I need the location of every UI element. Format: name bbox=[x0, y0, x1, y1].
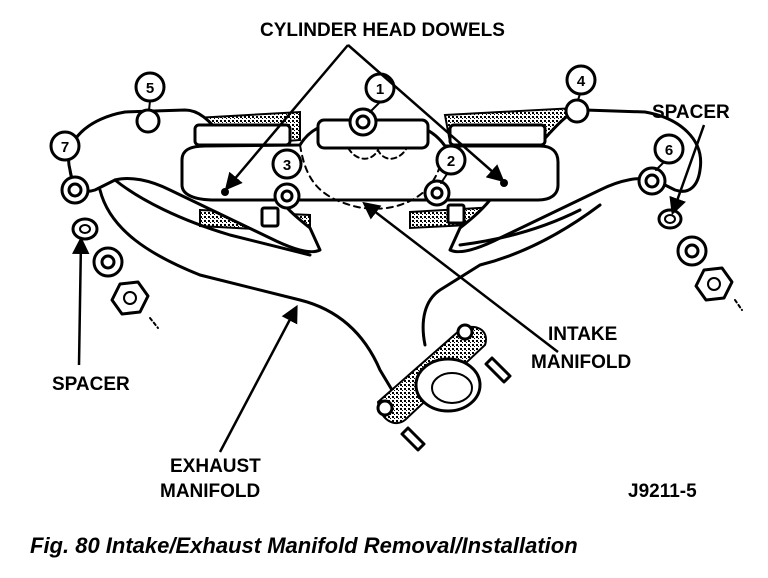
callout-6: 6 bbox=[665, 142, 673, 159]
dowel-left-leader bbox=[224, 44, 349, 191]
spacer-left-label: SPACER bbox=[52, 374, 130, 395]
intake-leader bbox=[362, 201, 559, 353]
spacer-right-label: SPACER bbox=[652, 102, 730, 123]
cylinder-head-dowels-label: CYLINDER HEAD DOWELS bbox=[260, 20, 505, 41]
callout-2: 2 bbox=[447, 153, 455, 170]
text-labels: CYLINDER HEAD DOWELS SPACER SPACER INTAK… bbox=[30, 20, 730, 558]
exhaust-leader bbox=[218, 304, 298, 453]
exhaust-label-line2: MANIFOLD bbox=[160, 481, 260, 502]
figure-caption: Fig. 80 Intake/Exhaust Manifold Removal/… bbox=[30, 533, 578, 558]
callout-3-circle bbox=[271, 148, 303, 180]
callout-5: 5 bbox=[146, 80, 154, 97]
exhaust-label-line1: EXHAUST bbox=[170, 456, 261, 477]
intake-label-line2: MANIFOLD bbox=[531, 352, 631, 373]
callout-7-circle bbox=[49, 130, 81, 162]
right-stud-hardware bbox=[637, 166, 743, 311]
callout-3: 3 bbox=[283, 157, 291, 174]
callout-numbers: 1 2 3 4 5 6 7 bbox=[49, 64, 685, 184]
callout-4: 4 bbox=[577, 73, 586, 90]
callout-7: 7 bbox=[61, 139, 69, 156]
spacer-right-leader bbox=[669, 124, 706, 216]
callout-1: 1 bbox=[376, 81, 384, 98]
dowel-right-leader bbox=[347, 44, 505, 183]
intake-label-line1: INTAKE bbox=[548, 324, 617, 345]
callout-2-circle bbox=[435, 144, 467, 176]
leader-lines bbox=[72, 44, 706, 453]
bolts bbox=[135, 98, 590, 228]
exhaust-outlet-flange bbox=[376, 323, 512, 452]
callout-6-circle bbox=[653, 133, 685, 165]
figure-code: J9211-5 bbox=[628, 481, 697, 502]
left-stud-hardware bbox=[60, 175, 159, 329]
spacer-left-leader bbox=[72, 236, 90, 366]
